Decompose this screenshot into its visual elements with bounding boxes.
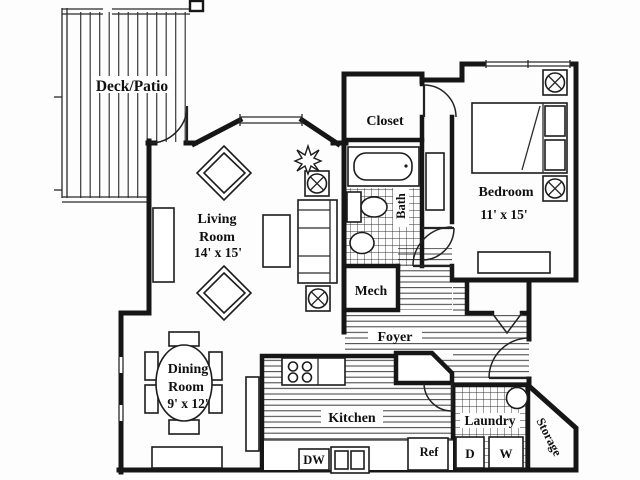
dining-table	[155, 344, 213, 422]
dryer-label: D	[465, 446, 474, 461]
bedroom-dims: 11' x 15'	[480, 207, 527, 222]
stove-counter	[281, 357, 346, 386]
bath-door	[421, 226, 455, 261]
living-label-2: Room	[199, 230, 235, 245]
bay-window-walls	[190, 116, 342, 148]
laundry-fixtures	[455, 386, 529, 469]
kitchen-walls	[259, 353, 399, 473]
utility-sink	[505, 386, 529, 410]
closet-label: Closet	[366, 114, 404, 129]
entry-closet-walls	[464, 279, 532, 316]
doors	[149, 84, 530, 412]
storage-diagonal-wall	[525, 382, 579, 473]
dishwasher-label: DW	[303, 453, 325, 467]
dining-windows	[116, 357, 126, 421]
dining-dims: 9' x 12'	[167, 396, 208, 411]
washer	[488, 436, 524, 469]
bed	[471, 102, 568, 174]
nightstand-lamp-top	[542, 69, 568, 96]
deck-patio	[54, 0, 205, 203]
sofa	[297, 199, 338, 284]
deck-post	[188, 0, 205, 13]
nightstand-lamp-bottom	[542, 175, 568, 202]
dining-label-2: Room	[168, 380, 204, 395]
pantry-closet	[393, 350, 455, 386]
foyer-floor-north	[453, 282, 467, 313]
foyer-floor-east	[453, 354, 529, 385]
sideboard	[151, 446, 223, 469]
kitchen-sink	[330, 446, 370, 474]
armchair-bottom	[195, 264, 253, 322]
north-step-wall	[419, 61, 465, 85]
end-table-lamp-top	[304, 170, 330, 197]
living-label-1: Living	[198, 212, 237, 227]
washer-label: W	[500, 446, 513, 461]
entry-door	[488, 337, 530, 380]
linen-shelf	[425, 152, 445, 211]
dining-room-furniture	[144, 331, 260, 469]
deck-label: Deck/Patio	[96, 78, 169, 95]
deck-boards-lower	[72, 142, 150, 198]
coffee-table	[262, 214, 291, 268]
dishwasher	[298, 448, 330, 471]
dining-chair-west1	[144, 351, 159, 381]
foyer-label: Foyer	[378, 330, 413, 345]
bath-fixtures	[346, 146, 420, 255]
toilet	[349, 231, 375, 255]
dryer	[455, 436, 485, 469]
bedroom-furniture	[425, 69, 568, 274]
labels: Deck/Patio Living Room 14' x 15' Dining …	[96, 78, 565, 467]
pillow-1	[544, 105, 566, 137]
exterior-walls	[116, 61, 579, 475]
bedroom-label: Bedroom	[479, 185, 534, 200]
dining-chair-north	[168, 331, 200, 347]
deck-label-bg	[92, 76, 172, 93]
pillow-2	[544, 139, 566, 171]
refrigerator	[407, 437, 449, 471]
bed-fold-line	[521, 105, 541, 171]
bay-window	[239, 114, 303, 126]
burner-2	[301, 361, 313, 372]
bath-label: Bath	[394, 193, 408, 219]
burner-1	[287, 361, 299, 372]
deck-railing	[54, 8, 190, 203]
dresser	[477, 251, 551, 274]
pantry-door	[423, 382, 454, 412]
deck-door	[149, 105, 189, 144]
plant-icon	[293, 143, 323, 176]
armchair-top	[195, 144, 253, 202]
burner-4	[301, 372, 313, 383]
kitchen-label: Kitchen	[328, 411, 376, 426]
china-cabinet	[245, 376, 260, 452]
kitchen-fixtures	[264, 357, 453, 474]
burner-3	[287, 372, 299, 383]
dining-chair-south	[168, 419, 200, 435]
refrigerator-label: Ref	[420, 445, 440, 459]
entry-closet-bifold-door	[491, 312, 523, 335]
mech-walls	[341, 263, 401, 313]
bath-sink	[360, 196, 388, 218]
bathtub	[347, 146, 420, 187]
windows	[116, 60, 571, 421]
bedroom-door	[412, 226, 453, 268]
laundry-label: Laundry	[464, 413, 515, 428]
media-shelf	[152, 207, 175, 283]
dining-label-1: Dining	[168, 362, 208, 377]
bath-vanity	[346, 191, 362, 223]
storage-label: Storage	[533, 416, 564, 459]
living-dims: 14' x 15'	[194, 245, 242, 260]
bedroom-window	[485, 60, 571, 68]
closet-door	[422, 84, 457, 118]
living-room-furniture	[152, 143, 338, 322]
mech-label: Mech	[355, 283, 388, 298]
end-table-lamp-bottom	[305, 285, 331, 312]
